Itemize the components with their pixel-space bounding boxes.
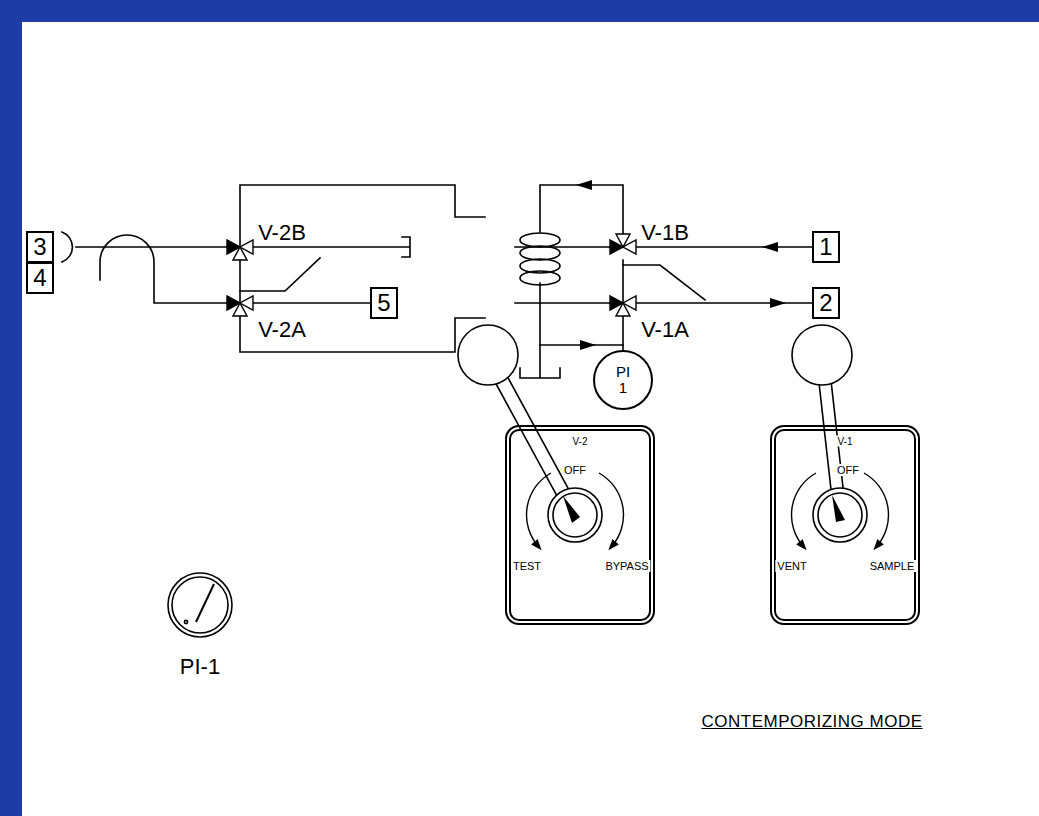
- linkage: [623, 265, 705, 300]
- port-box: 2: [812, 287, 840, 319]
- callout-number: 5: [377, 289, 390, 317]
- valve-port: [233, 247, 247, 260]
- pipe: [636, 247, 812, 303]
- instrument-tag: 1: [619, 380, 627, 396]
- gauge-dot: [184, 620, 187, 623]
- gauge: [168, 573, 232, 637]
- selector-knob: [548, 488, 602, 542]
- flow-arrow: [580, 340, 596, 350]
- position-label: V-1: [835, 436, 854, 447]
- knob-pointer: [563, 496, 580, 523]
- position-label: BYPASS: [603, 560, 650, 572]
- callout-number: 4: [33, 264, 46, 292]
- coil: [520, 233, 560, 247]
- rotation-arrow: [527, 473, 551, 546]
- position-label: SAMPLE: [868, 560, 917, 572]
- lever-knob: [458, 325, 518, 385]
- position-label: V-2: [570, 436, 589, 447]
- port-box: 1: [812, 231, 840, 263]
- valve-tag: V-2B: [256, 220, 308, 246]
- hose-end: [62, 232, 72, 262]
- gauge-needle: [196, 584, 214, 622]
- selector-knob: [553, 493, 597, 537]
- linkage: [240, 258, 320, 291]
- pipe: [239, 260, 241, 303]
- pipe: [240, 185, 485, 247]
- drain: [520, 283, 560, 378]
- rotation-arrow: [599, 473, 623, 546]
- coil: [520, 246, 560, 260]
- valve-port: [616, 234, 630, 247]
- valve-panel: V-2OFF TEST BYPASS: [505, 425, 655, 625]
- callout-number: 3: [33, 233, 46, 261]
- position-label: OFF: [562, 464, 588, 476]
- valve-panel: V-1OFF VENT SAMPLE: [770, 425, 920, 625]
- flow-arrow: [762, 242, 778, 252]
- callout-number: 2: [819, 289, 832, 317]
- selector-knob: [818, 493, 862, 537]
- coil: [520, 271, 560, 285]
- port-box: 5: [370, 287, 398, 319]
- instrument-bubble: PI1: [593, 350, 653, 410]
- pipe: [240, 316, 485, 352]
- rotation-arrow: [792, 473, 816, 546]
- position-label: VENT: [775, 560, 808, 572]
- valve-tag: V-2A: [256, 317, 308, 343]
- pipe: [100, 235, 227, 303]
- port-box: 3: [26, 231, 54, 263]
- pipe: [253, 302, 370, 304]
- pipe: [76, 246, 227, 248]
- callout-number: 1: [819, 233, 832, 261]
- position-label: OFF: [835, 464, 861, 476]
- flow-arrow: [576, 180, 592, 190]
- mode-caption: CONTEMPORIZING MODE: [699, 712, 924, 732]
- valve-port: [233, 303, 247, 316]
- rotation-arrow: [864, 473, 888, 546]
- valve-port: [616, 303, 630, 316]
- port-box: 4: [26, 262, 54, 294]
- position-label: TEST: [511, 560, 543, 572]
- gauge-tag: PI-1: [178, 654, 222, 680]
- valve-tag: V-1A: [639, 317, 691, 343]
- valve-tag: V-1B: [639, 220, 691, 246]
- pipe: [540, 185, 623, 234]
- selector-knob: [813, 488, 867, 542]
- knob-pointer: [832, 495, 845, 522]
- pipe: [515, 247, 610, 303]
- instrument-tag: PI: [616, 364, 630, 380]
- lever-knob: [792, 325, 852, 385]
- flow-arrow: [770, 298, 786, 308]
- gauge: [172, 577, 228, 633]
